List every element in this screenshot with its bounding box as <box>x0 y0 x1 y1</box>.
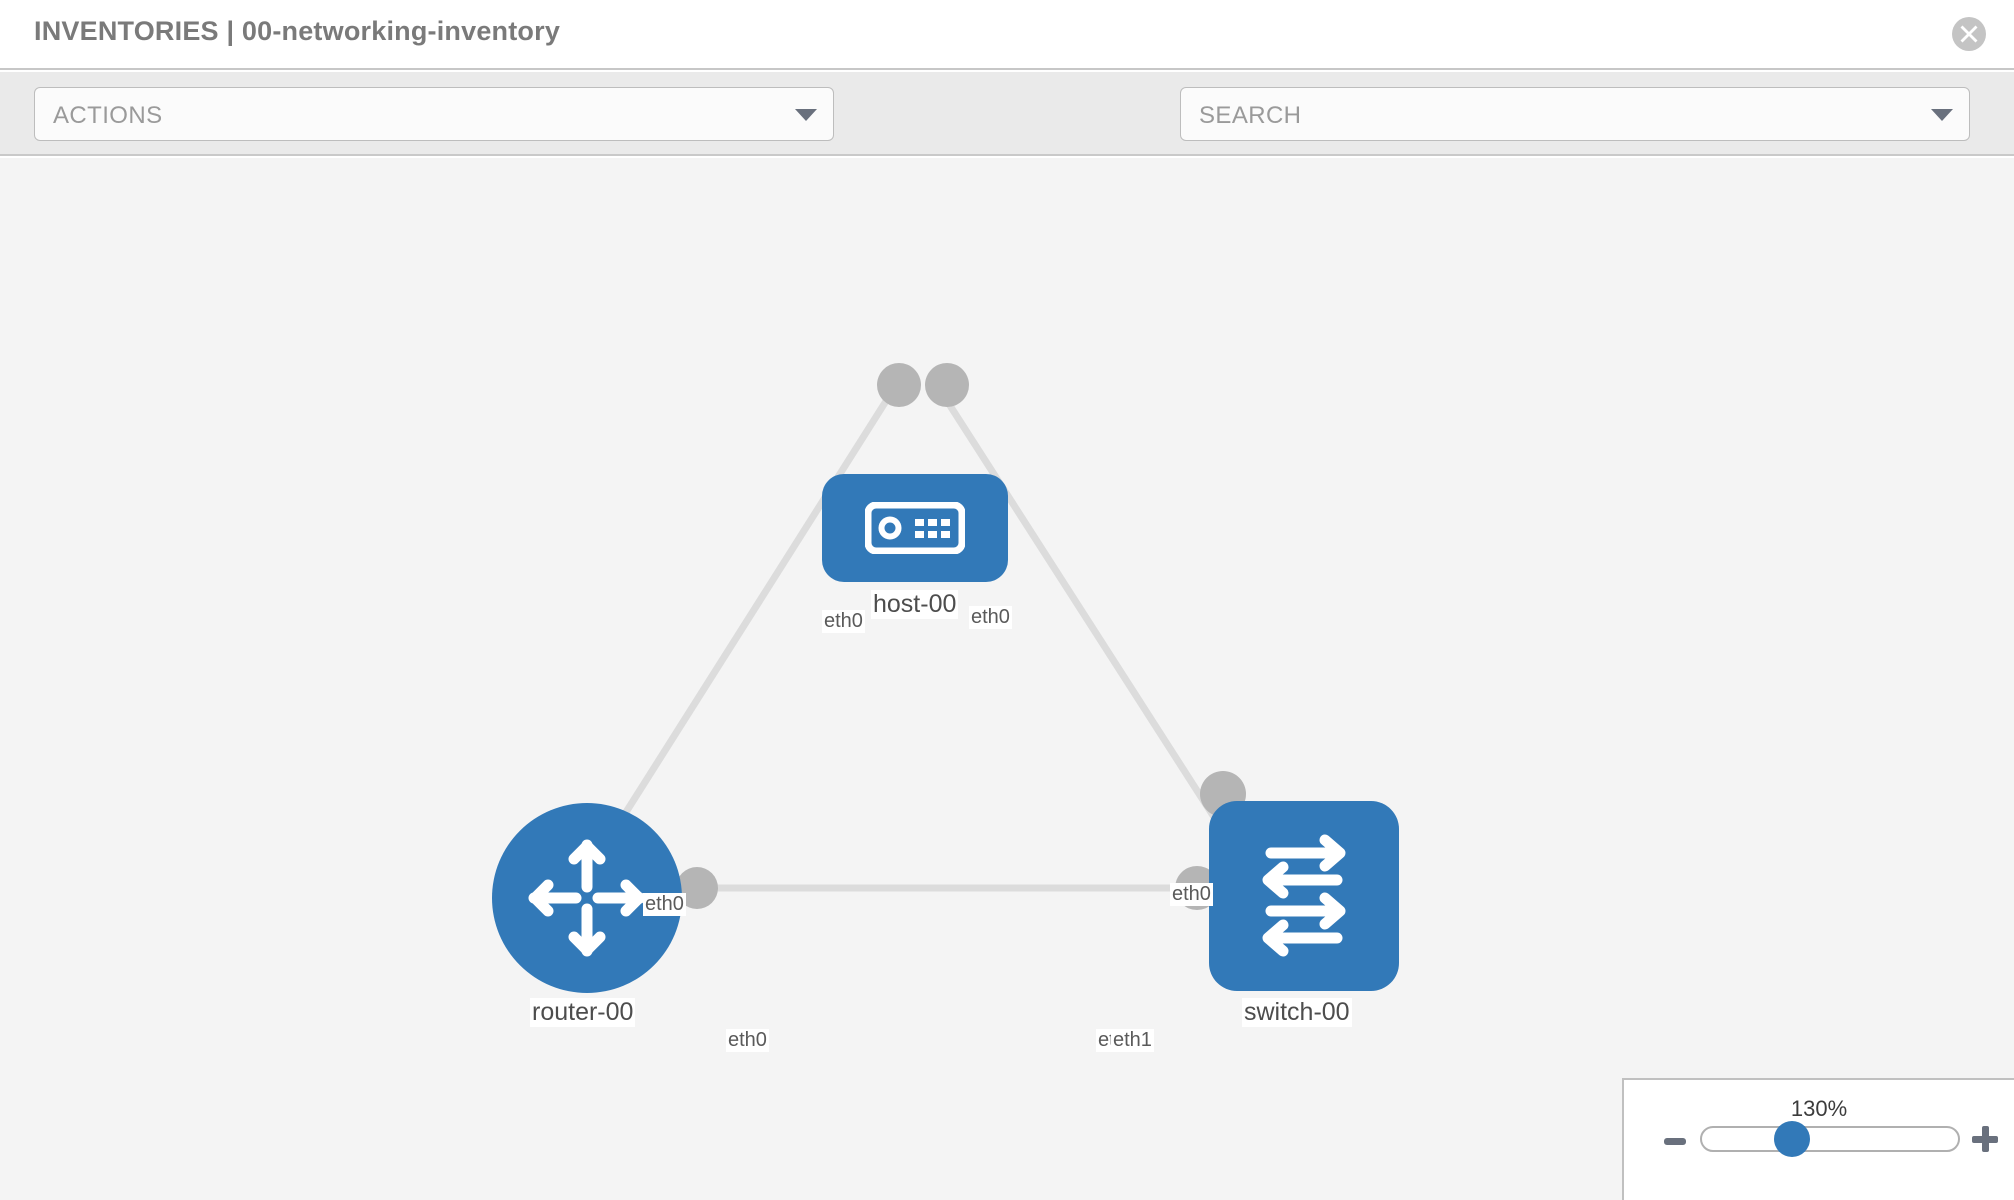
toolbar: ACTIONS SEARCH <box>0 72 2014 198</box>
edge-label-router-up: eth0 <box>643 893 686 916</box>
search-input[interactable]: SEARCH <box>1180 87 1970 141</box>
page-header: INVENTORIES | 00-networking-inventory <box>0 0 2014 70</box>
zoom-level-value: 130% <box>1790 1096 1848 1121</box>
zoom-control-panel: 130% <box>1622 1078 2014 1200</box>
node-host-00-label: host-00 <box>871 590 959 619</box>
actions-dropdown[interactable]: ACTIONS <box>34 87 834 141</box>
node-switch-00-shape <box>1209 801 1399 991</box>
edge-host-switch <box>937 388 1240 855</box>
node-switch-00[interactable] <box>1209 801 1399 991</box>
chevron-down-icon <box>795 109 817 121</box>
node-router-00-label: router-00 <box>530 998 636 1027</box>
close-icon[interactable] <box>1952 17 1986 51</box>
edge-label-host-left: eth0 <box>822 610 865 633</box>
edge-label-switch-left-b: eth1 <box>1111 1029 1154 1052</box>
router-arrows-icon <box>528 839 646 957</box>
page-title: INVENTORIES | 00-networking-inventory <box>34 16 561 46</box>
connector-dot <box>925 363 969 407</box>
node-host-00-shape <box>822 474 1008 582</box>
zoom-slider-track[interactable] <box>1700 1126 1960 1152</box>
chevron-down-icon[interactable] <box>1931 109 1953 121</box>
edge-host-router <box>594 388 896 860</box>
server-icon <box>865 502 965 554</box>
switch-arrows-icon <box>1262 834 1346 957</box>
node-switch-00-label: switch-00 <box>1242 998 1352 1027</box>
topology-canvas[interactable]: host-00 eth0 eth0 router-00 eth0 eth0 <box>0 158 2014 1200</box>
minus-icon[interactable] <box>1664 1138 1686 1145</box>
topology-edges <box>594 388 1240 892</box>
zoom-slider-thumb[interactable] <box>1774 1121 1810 1157</box>
edge-label-router-right: eth0 <box>726 1029 769 1052</box>
edge-label-switch-up: eth0 <box>1170 883 1213 906</box>
connector-dot <box>877 363 921 407</box>
search-placeholder: SEARCH <box>1199 102 1302 129</box>
node-host-00[interactable] <box>822 474 1008 582</box>
node-router-00[interactable] <box>492 803 682 993</box>
plus-icon[interactable] <box>1972 1126 1998 1152</box>
edge-label-host-right: eth0 <box>969 606 1012 629</box>
actions-dropdown-label: ACTIONS <box>53 102 163 129</box>
